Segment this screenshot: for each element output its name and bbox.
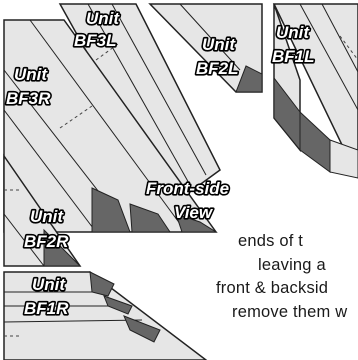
svg-text:Unit: Unit: [202, 35, 236, 54]
unit-bf1r-piece: [3, 271, 208, 360]
svg-text:Unit: Unit: [86, 9, 120, 28]
svg-text:Unit: Unit: [14, 65, 48, 84]
label-unit-bf3r: Unit BF3R: [4, 63, 52, 109]
unit-bf2r-piece: [3, 153, 82, 267]
svg-text:Unit: Unit: [30, 207, 64, 226]
svg-text:Unit: Unit: [276, 23, 310, 42]
body-text-line-4: remove them w: [232, 303, 348, 321]
svg-text:Unit: Unit: [32, 275, 66, 294]
svg-text:BF3L: BF3L: [74, 31, 117, 50]
body-text-line-3: front & backsid: [216, 279, 329, 297]
label-unit-bf2r: Unit BF2R: [22, 205, 70, 252]
unit-bf2l-piece: [148, 3, 263, 93]
body-text-line-2: leaving a: [258, 256, 326, 274]
unit-bf1l-piece: [272, 3, 358, 179]
svg-text:BF1L: BF1L: [272, 47, 315, 66]
label-unit-bf1l: Unit BF1L: [270, 21, 316, 67]
svg-text:BF2R: BF2R: [24, 232, 69, 251]
body-text-line-1: ends of t: [238, 232, 304, 250]
unit-bf3r-piece: [3, 19, 218, 233]
label-front-side-view: Front-side View: [144, 177, 230, 223]
label-unit-bf1r: Unit BF1R: [22, 273, 70, 319]
svg-text:BF1R: BF1R: [24, 299, 69, 318]
svg-text:BF3R: BF3R: [6, 89, 51, 108]
svg-text:View: View: [174, 203, 214, 222]
svg-text:BF2L: BF2L: [196, 59, 239, 78]
label-unit-bf2l: Unit BF2L: [194, 33, 240, 79]
label-unit-bf3l: Unit BF3L: [72, 7, 122, 51]
svg-text:Front-side: Front-side: [146, 179, 229, 198]
